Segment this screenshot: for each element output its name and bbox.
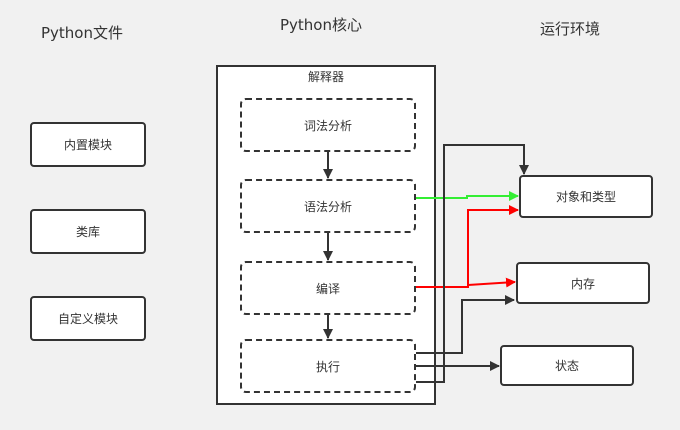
stage-execute[interactable]: 执行 [240, 339, 416, 393]
runtime-memory[interactable]: 内存 [516, 262, 650, 304]
column-title-runtime: 运行环境 [540, 20, 601, 38]
arrow-syntax-to-objects [416, 191, 519, 201]
stage-lexical-analysis[interactable]: 词法分析 [240, 98, 416, 152]
interpreter-label: 解释器 [307, 70, 344, 84]
arrow-execute-to-memory [416, 295, 515, 354]
file-builtin-modules[interactable]: 内置模块 [30, 122, 146, 167]
runtime-state[interactable]: 状态 [500, 345, 634, 386]
runtime-objects-types[interactable]: 对象和类型 [519, 175, 653, 218]
arrow-execute-to-objects [416, 144, 529, 383]
arrow-compile-to-objects [416, 205, 519, 288]
stage-compile[interactable]: 编译 [240, 261, 416, 315]
file-custom-modules[interactable]: 自定义模块 [30, 296, 146, 341]
file-libraries[interactable]: 类库 [30, 209, 146, 254]
arrow-compile-to-memory [467, 277, 516, 288]
column-title-core: Python核心 [280, 16, 362, 34]
stage-syntax-analysis[interactable]: 语法分析 [240, 179, 416, 233]
column-title-files: Python文件 [41, 24, 123, 42]
